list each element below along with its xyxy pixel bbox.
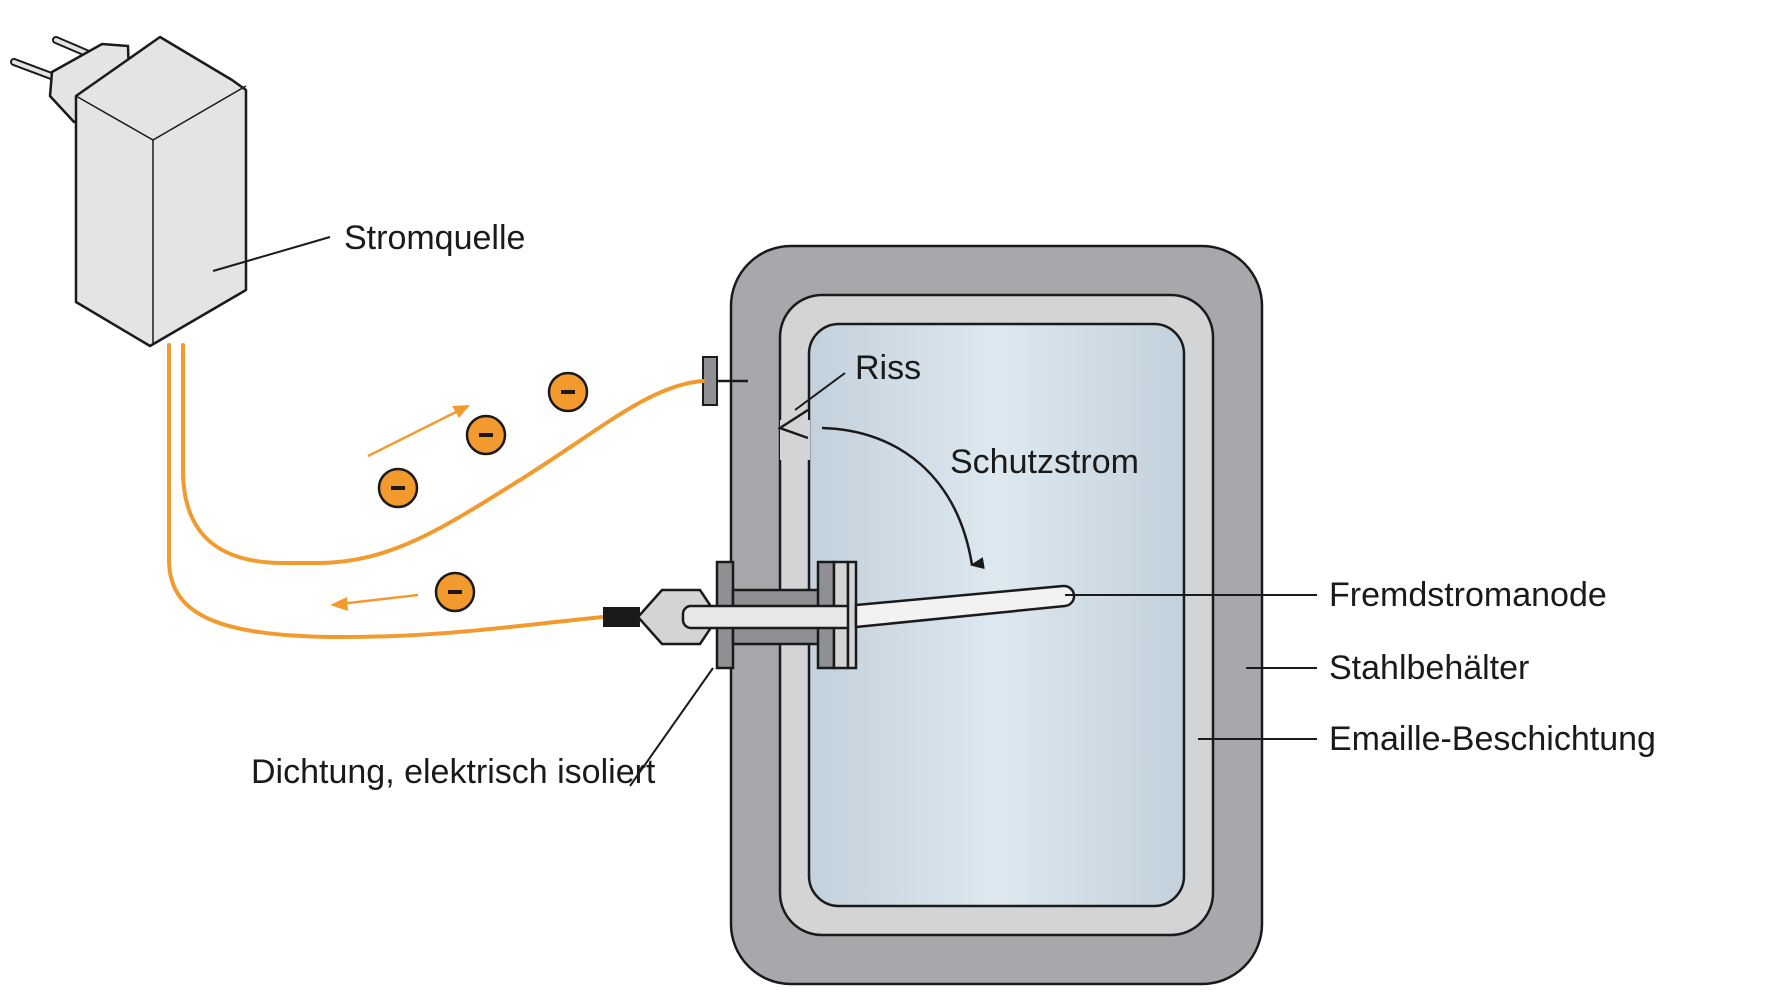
anode-assembly	[603, 560, 1076, 670]
minus-circle-icon	[434, 571, 476, 613]
electrons	[377, 371, 589, 613]
label-fremdstromanode: Fremdstromanode	[1329, 576, 1607, 614]
electron-flow-arrows	[330, 405, 470, 611]
label-dichtung: Dichtung, elektrisch isoliert	[251, 753, 656, 791]
anode-shaft	[681, 604, 861, 630]
label-schutzstrom: Schutzstrom	[950, 443, 1139, 481]
power-supply-body	[74, 35, 248, 348]
wire-upper	[181, 343, 705, 565]
plug-power-supply-icon	[10, 35, 248, 348]
minus-circle-icon	[465, 414, 507, 456]
minus-circle-icon	[547, 371, 589, 413]
label-emaille: Emaille-Beschichtung	[1329, 720, 1656, 758]
wire-lower	[167, 343, 605, 640]
label-riss: Riss	[855, 349, 921, 387]
crack	[777, 408, 810, 460]
cable-sleeve	[603, 607, 640, 627]
crack-line	[777, 408, 809, 440]
labels: Stromquelle Riss Schutzstrom Fremdstroma…	[251, 219, 1656, 791]
label-stahlbehaelter: Stahlbehälter	[1329, 649, 1529, 687]
label-stromquelle: Stromquelle	[344, 219, 525, 257]
leader-lines	[212, 236, 1317, 787]
wires	[167, 343, 705, 640]
steel-tank	[729, 244, 1264, 986]
anode-rod	[854, 584, 1076, 629]
minus-circle-icon	[377, 467, 419, 509]
protective-current-arrow	[821, 426, 985, 570]
ground-terminal	[702, 356, 748, 406]
